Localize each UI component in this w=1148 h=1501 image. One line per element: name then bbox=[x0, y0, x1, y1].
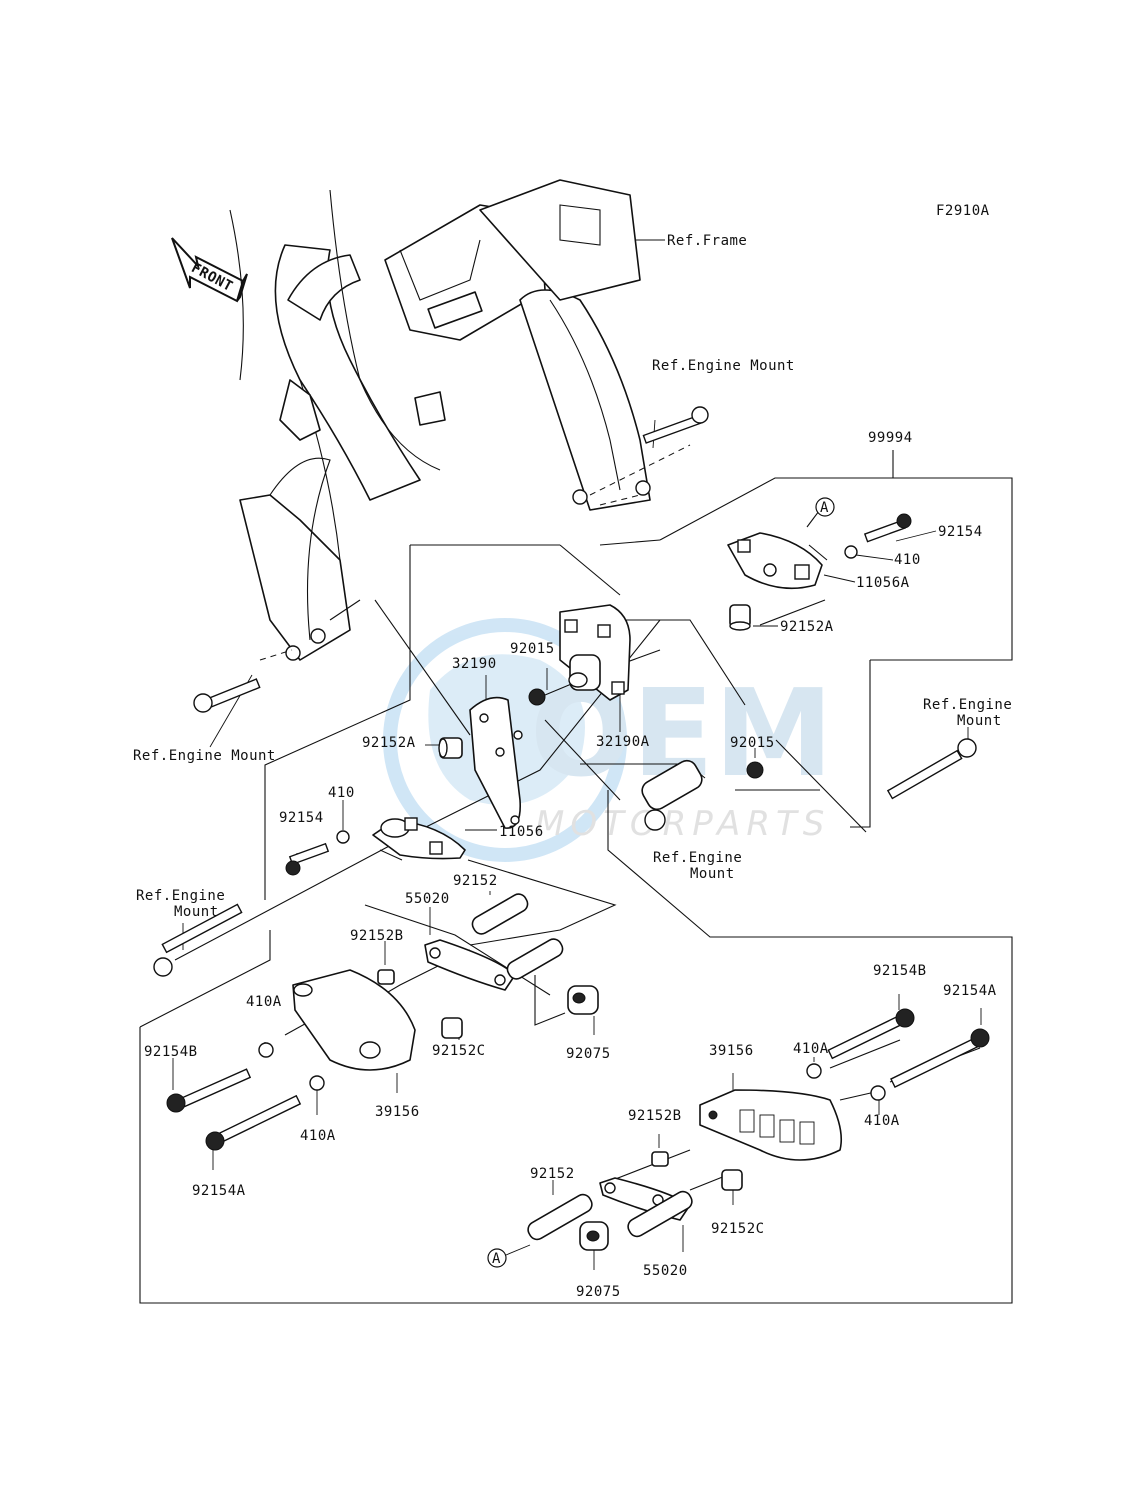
watermark-sub: MOTORPARTS bbox=[535, 804, 830, 844]
part-410-left bbox=[336, 830, 350, 844]
label-92152A-right: 92152A bbox=[780, 619, 834, 635]
label-ref-engine-mount-lower-2: Mount bbox=[174, 904, 219, 920]
part-92152-bottom bbox=[527, 1193, 593, 1241]
bolt-ref-engine-mount-left bbox=[193, 678, 261, 713]
frame-drawing bbox=[229, 179, 651, 661]
callout-a-top-label: A bbox=[820, 500, 829, 516]
label-ref-engine-mount-left: Ref.Engine Mount bbox=[133, 748, 276, 764]
part-410-right bbox=[844, 545, 858, 559]
part-92015-mid bbox=[746, 761, 764, 779]
part-92152C-bottom bbox=[721, 1169, 743, 1191]
part-92154-right bbox=[863, 513, 912, 543]
label-ref-engine-mount-top: Ref.Engine Mount bbox=[652, 358, 795, 374]
part-92152B-top bbox=[377, 969, 395, 985]
label-ref-engine-mount-right-2: Mount bbox=[957, 713, 1002, 729]
bolt-ref-engine-mount-lower bbox=[153, 903, 243, 977]
label-11056A: 11056A bbox=[856, 575, 910, 591]
label-ref-engine-mount-lower-1: Ref.Engine bbox=[136, 888, 225, 904]
part-39156-right bbox=[699, 1089, 843, 1161]
label-ref-engine-mount-center-2: Mount bbox=[690, 866, 735, 882]
label-92154B-right: 92154B bbox=[873, 963, 927, 979]
label-410-right: 410 bbox=[894, 552, 921, 568]
label-410A-right-2: 410A bbox=[864, 1113, 900, 1129]
label-410A-right-1: 410A bbox=[793, 1041, 829, 1057]
label-39156-right: 39156 bbox=[709, 1043, 754, 1059]
label-ref-engine-mount-center-1: Ref.Engine bbox=[653, 850, 742, 866]
label-92154-left: 92154 bbox=[279, 810, 324, 826]
label-92152-top: 92152 bbox=[453, 873, 498, 889]
part-410A-left-1 bbox=[258, 1042, 274, 1058]
part-55020-bottom bbox=[599, 1177, 693, 1238]
label-92015-mid: 92015 bbox=[730, 735, 775, 751]
label-92075-top: 92075 bbox=[566, 1046, 611, 1062]
bolt-ref-engine-mount-top bbox=[642, 406, 709, 444]
callout-a-bottom: A bbox=[487, 1248, 507, 1268]
part-spacer-center bbox=[641, 759, 703, 831]
part-92154B-right bbox=[827, 1008, 915, 1060]
part-92154A-left bbox=[205, 1094, 302, 1151]
label-92152B-bottom: 92152B bbox=[628, 1108, 682, 1124]
label-92152C-bottom: 92152C bbox=[711, 1221, 765, 1237]
labels: F2910A Ref.Frame Ref.Engine Mount 99994 … bbox=[133, 203, 1012, 1300]
part-92075-bottom bbox=[579, 1221, 609, 1251]
label-92154-right: 92154 bbox=[938, 524, 983, 540]
part-32190 bbox=[469, 696, 523, 829]
part-92015-top bbox=[528, 688, 546, 706]
label-410A-left-1: 410A bbox=[246, 994, 282, 1010]
bolt-ref-engine-mount-right bbox=[886, 738, 977, 800]
part-410A-right-2 bbox=[870, 1085, 886, 1101]
label-92154B-left: 92154B bbox=[144, 1044, 198, 1060]
part-39156-left bbox=[292, 969, 416, 1071]
label-92154A-left: 92154A bbox=[192, 1183, 246, 1199]
label-410-left: 410 bbox=[328, 785, 355, 801]
part-92152A-left bbox=[438, 737, 463, 759]
front-arrow-icon: FRONT bbox=[171, 237, 248, 303]
label-92075-bottom: 92075 bbox=[576, 1284, 621, 1300]
label-55020-bottom: 55020 bbox=[643, 1263, 688, 1279]
label-32190: 32190 bbox=[452, 656, 497, 672]
part-92152B-bottom bbox=[651, 1151, 669, 1167]
figure-code: F2910A bbox=[936, 203, 990, 219]
label-ref-frame: Ref.Frame bbox=[667, 233, 747, 249]
label-92152B-top: 92152B bbox=[350, 928, 404, 944]
label-55020-top: 55020 bbox=[405, 891, 450, 907]
label-11056: 11056 bbox=[499, 824, 544, 840]
label-92015-top: 92015 bbox=[510, 641, 555, 657]
label-92152C-top: 92152C bbox=[432, 1043, 486, 1059]
label-ref-engine-mount-right-1: Ref.Engine bbox=[923, 697, 1012, 713]
callout-a-bottom-label: A bbox=[492, 1251, 501, 1267]
label-92154A-right: 92154A bbox=[943, 983, 997, 999]
part-92152A-right bbox=[729, 604, 751, 631]
label-32190A: 32190A bbox=[596, 734, 650, 750]
callout-a-top: A bbox=[815, 497, 835, 517]
label-92152A-left: 92152A bbox=[362, 735, 416, 751]
part-55020-top bbox=[424, 938, 564, 991]
label-410A-left-2: 410A bbox=[300, 1128, 336, 1144]
part-92154A-right bbox=[890, 1028, 990, 1089]
label-99994: 99994 bbox=[868, 430, 913, 446]
part-92152C-top bbox=[441, 1017, 463, 1039]
label-92152-bottom: 92152 bbox=[530, 1166, 575, 1182]
part-410A-right-1 bbox=[806, 1063, 822, 1079]
part-410A-left-2 bbox=[309, 1075, 325, 1091]
part-11056A bbox=[727, 532, 823, 590]
part-92075-top bbox=[567, 985, 599, 1015]
part-92152-top bbox=[471, 893, 529, 935]
part-32190A bbox=[559, 604, 631, 701]
part-92154B-left bbox=[166, 1068, 252, 1113]
label-39156-left: 39156 bbox=[375, 1104, 420, 1120]
part-92154-left bbox=[285, 842, 330, 876]
part-11056 bbox=[372, 817, 466, 860]
leader-lines bbox=[139, 239, 1013, 1304]
